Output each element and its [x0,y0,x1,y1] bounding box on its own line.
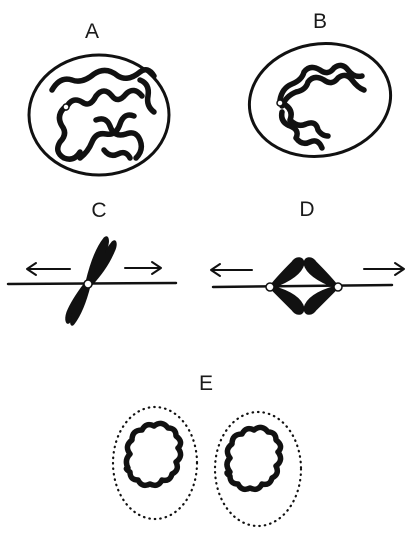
panel-b: B [240,10,399,167]
panel-d: D [211,198,404,314]
panel-d-label: D [299,198,314,221]
panel-a-label: A [85,20,99,43]
panel-d-left-arrow [211,264,252,276]
panel-e-left-chromosome-ring [126,423,180,485]
panel-c: C [8,199,176,325]
panel-e-right-chromosome-ring [227,427,281,489]
panel-d-spindle-line [213,285,392,287]
panel-a-centromere [63,104,69,110]
panel-b-centromere [277,100,283,106]
panel-e: E [113,372,301,526]
panel-c-label: C [91,199,106,222]
panel-c-right-arrow [125,262,161,274]
panel-c-centromere [84,280,92,288]
panel-b-chromosome-pair [280,65,364,148]
panel-a-chromatin-tangle [52,70,154,159]
panel-b-label: B [313,10,327,33]
panel-c-left-arrow [27,263,70,275]
panel-a: A [29,20,169,175]
panel-d-right-centromere [334,283,342,291]
panel-d-right-arrow [364,263,404,275]
panel-e-label: E [199,372,213,395]
panel-d-left-centromere [266,283,274,291]
